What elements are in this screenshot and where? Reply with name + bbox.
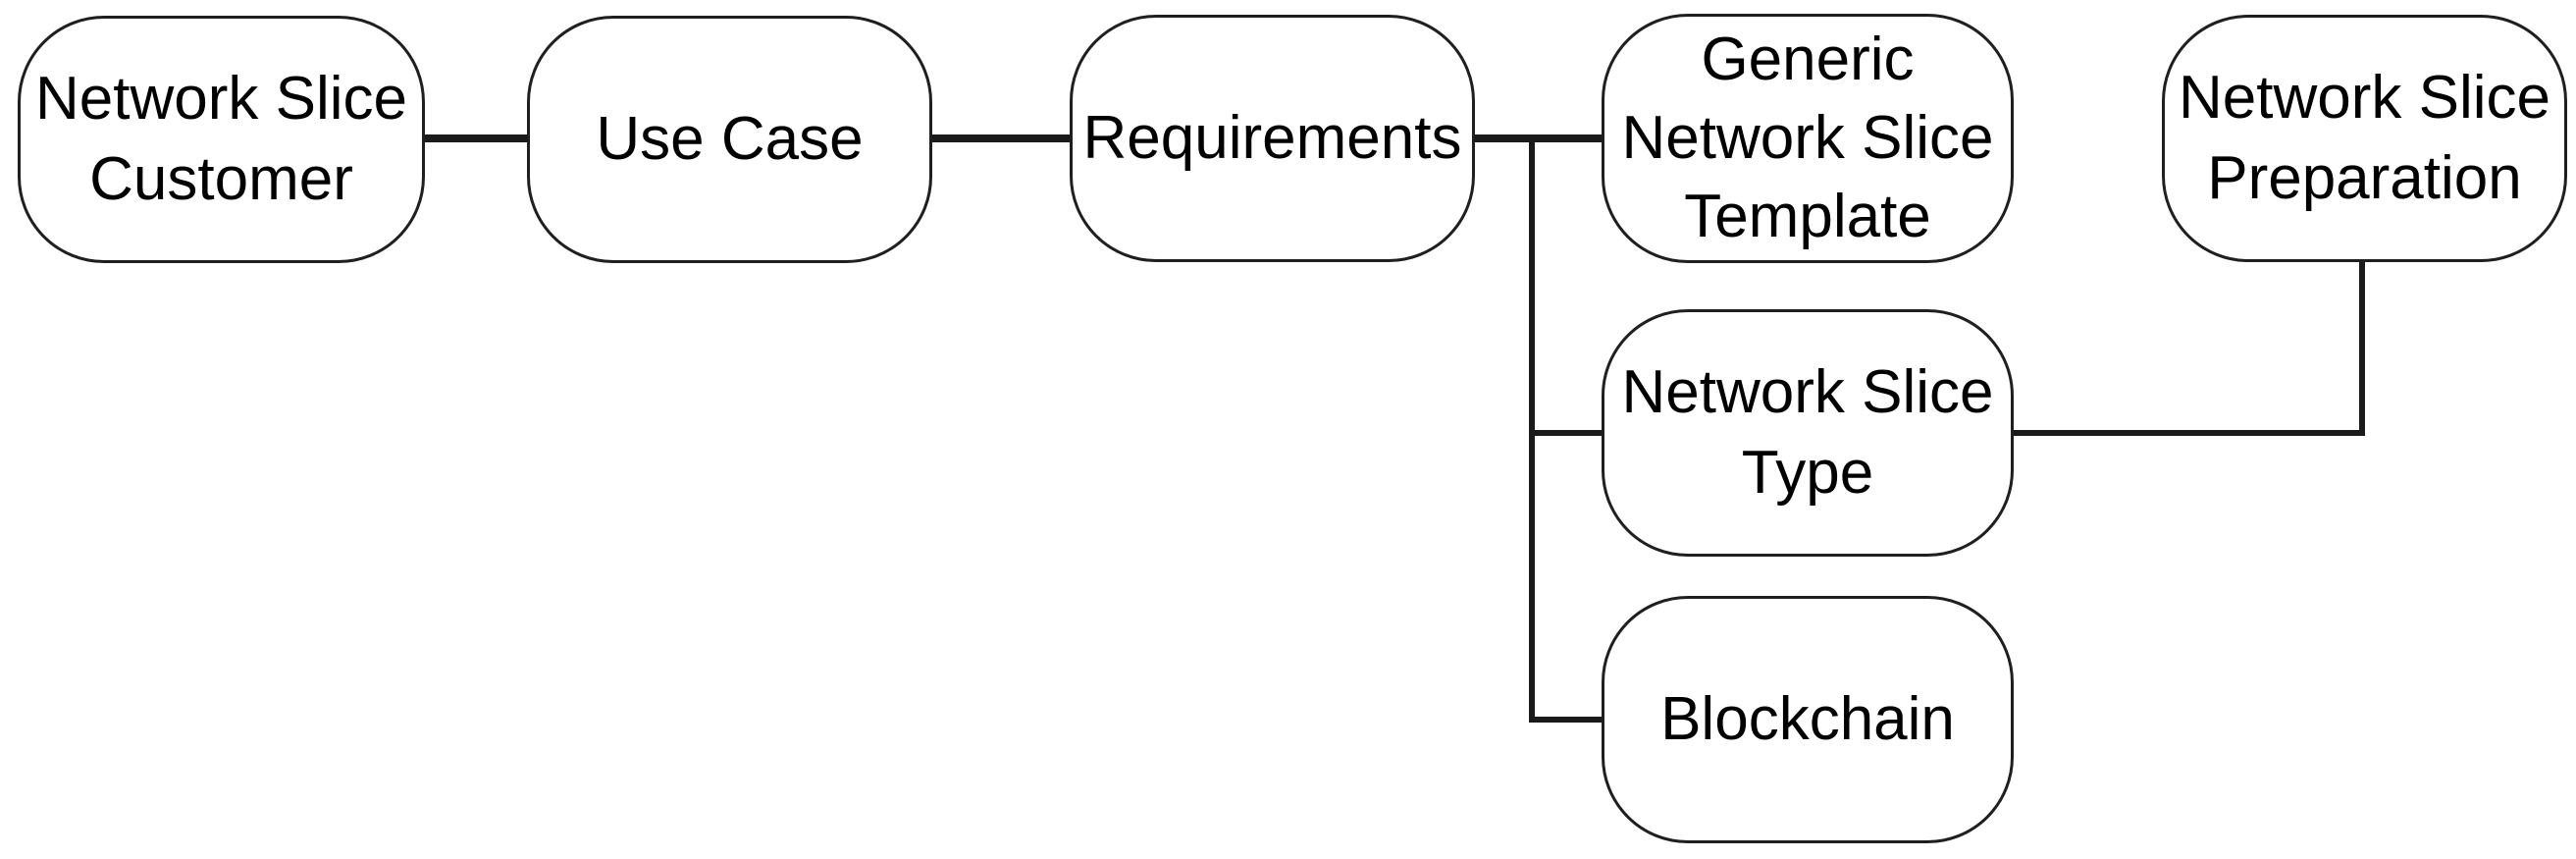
node-network-slice-preparation: Network Slice Preparation [2162,15,2567,262]
edge-requirements-trunk [1529,134,1535,723]
node-network-slice-type: Network Slice Type [1602,309,2014,557]
edge-requirements-template [1475,134,1604,142]
node-blockchain: Blockchain [1602,596,2014,843]
node-use-case: Use Case [527,16,932,263]
edge-usecase-requirements [932,134,1070,142]
node-network-slice-customer: Network Slice Customer [18,16,425,263]
node-generic-network-slice-template: Generic Network Slice Template [1602,14,2014,263]
edge-type-to-preparation-vertical [2359,262,2365,436]
edge-customer-usecase [425,134,527,142]
node-requirements: Requirements [1070,15,1475,262]
edge-branch-network-slice-type [1529,430,1602,436]
edge-type-to-preparation-horizontal [2014,430,2365,436]
edge-branch-blockchain [1529,717,1602,723]
